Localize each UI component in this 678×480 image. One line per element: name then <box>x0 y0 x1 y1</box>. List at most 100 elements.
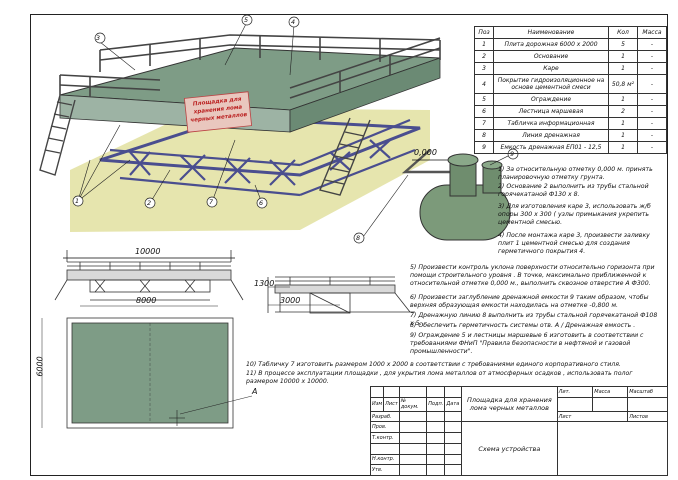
spec-name: Емкость дренажная ЕП01 - 12,5 <box>493 141 609 154</box>
spec-pos: 7 <box>474 117 494 130</box>
tb-lit: Лит. <box>556 386 594 398</box>
callout-2: 2 <box>147 199 152 207</box>
note-7: 7) Дренажную линию 8 выполнить из трубы … <box>410 312 660 328</box>
spec-mass: - <box>637 74 667 94</box>
note-num: 9) <box>410 332 417 339</box>
tb-scale: Масштаб <box>627 386 668 398</box>
dim-side: 3000 <box>280 296 301 305</box>
spec-qty: 1 <box>608 129 638 142</box>
side-elevation <box>267 276 415 314</box>
note-text: В процессе эксплуатации площадки , для у… <box>246 370 633 385</box>
note-num: 7) <box>410 312 417 319</box>
note-8: 8) Обеспечить герметичность системы отв.… <box>410 322 660 330</box>
note-num: 4) <box>498 232 505 239</box>
tb-h-doc: № докум. <box>398 396 428 412</box>
note-11: 11) В процессе эксплуатации площадки , д… <box>246 370 666 386</box>
spec-name: Покрытие гидроизоляционное на основе цем… <box>493 74 609 94</box>
spec-name: Каре <box>493 62 609 75</box>
section-label: А <box>252 387 258 396</box>
spec-qty: 2 <box>608 105 638 118</box>
spec-name: Ограждение <box>493 93 609 106</box>
note-text: Дренажную линию 8 выполнить из трубы ста… <box>410 312 658 327</box>
spec-qty: 1 <box>608 93 638 106</box>
spec-name: Линия дренажная <box>493 129 609 142</box>
spec-mass: - <box>637 93 667 106</box>
callout-8: 8 <box>356 234 361 242</box>
tb-role-4: Н.контр. <box>370 453 400 466</box>
callout-3: 3 <box>96 34 101 42</box>
note-9: 9) Ограждение 5 и лестницы маршевые 6 из… <box>410 332 660 356</box>
note-text: Для изготовления каре 3, использовать ж/… <box>498 203 651 226</box>
spec-name: Основание <box>493 50 609 63</box>
note-num: 6) <box>410 294 417 301</box>
spec-mass: - <box>637 105 667 118</box>
note-3: 3) Для изготовления каре 3, использовать… <box>498 203 656 227</box>
spec-pos: 1 <box>474 38 494 51</box>
spec-mass: - <box>637 129 667 142</box>
callout-5: 5 <box>244 16 249 24</box>
note-2: 2) Основание 2 выполнить из трубы стальн… <box>498 183 656 199</box>
note-num: 11) <box>246 370 257 377</box>
note-num: 5) <box>410 264 417 271</box>
callout-7: 7 <box>209 198 214 206</box>
spec-qty: 1 <box>608 62 638 75</box>
info-sign-board <box>183 91 253 133</box>
railing <box>59 34 441 99</box>
spec-mass: - <box>637 141 667 154</box>
dim-inner: 8000 <box>136 296 157 305</box>
spec-header-qty: Кол <box>608 26 638 39</box>
spec-pos: 4 <box>474 74 494 94</box>
note-10: 10) Табличку 7 изготовить размером 1000 … <box>246 361 666 369</box>
spec-name: Плита дорожная 6000 х 2000 <box>493 38 609 51</box>
callout-1: 1 <box>75 197 80 205</box>
spec-pos: 5 <box>474 93 494 106</box>
tb-role-2: Пров. <box>370 421 400 434</box>
spec-name: Лестница маршевая <box>493 105 609 118</box>
tb-role-5: Утв. <box>370 464 400 476</box>
spec-pos: 3 <box>474 62 494 75</box>
note-5: 5) Произвести контроль уклона поверхност… <box>410 264 660 288</box>
tb-role-3: Т.контр. <box>370 432 400 444</box>
spec-header-name: Наименование <box>493 26 609 39</box>
title-block-title: Площадка для хранения лома черных металл… <box>461 385 558 423</box>
title-block: Площадка для хранения лома черных металл… <box>369 385 669 476</box>
callout-6: 6 <box>259 199 264 207</box>
spec-qty: 1 <box>608 50 638 63</box>
tb-h-izm: Изм <box>369 396 385 412</box>
tb-h-list: Лист <box>383 396 400 412</box>
base-trusses <box>109 118 416 197</box>
spec-pos: 8 <box>474 129 494 142</box>
note-text: Основание 2 выполнить из трубы стальной … <box>498 183 649 198</box>
elevation-label: 0,000 <box>414 148 437 157</box>
spec-mass: - <box>637 62 667 75</box>
spec-qty: 5 <box>608 38 638 51</box>
note-num: 10) <box>246 361 257 368</box>
note-6: 6) Произвести заглубление дренажной емко… <box>410 294 660 310</box>
tb-sheet: Лист <box>556 410 629 423</box>
tb-h-sign: Подп. <box>426 396 446 412</box>
note-text: После монтажа каре 3, произвести заливку… <box>498 232 650 255</box>
note-num: 2) <box>498 183 505 190</box>
tb-sheets: Листов <box>627 410 668 423</box>
note-text: Ограждение 5 и лестницы маршевые 6 изгот… <box>410 332 644 355</box>
note-text: Табличку 7 изготовить размером 1000 х 20… <box>258 361 621 368</box>
note-num: 8) <box>410 322 417 329</box>
callout-9: 9 <box>510 150 515 158</box>
dim-depth: 6000 <box>35 356 45 377</box>
spec-mass: - <box>637 50 667 63</box>
plan-view <box>66 317 253 429</box>
spec-qty: 1 <box>608 141 638 154</box>
spec-mass: - <box>637 38 667 51</box>
callout-4: 4 <box>291 18 296 26</box>
spec-mass: - <box>637 117 667 130</box>
note-text: За относительную отметку 0,000 м. принят… <box>498 166 653 181</box>
spec-header-pos: Поз <box>474 26 494 39</box>
note-1: 1) За относительную отметку 0,000 м. при… <box>498 166 656 182</box>
note-text: Произвести заглубление дренажной емкости… <box>410 294 649 309</box>
drain-line <box>401 149 460 174</box>
note-text: Произвести контроль уклона поверхности о… <box>410 264 655 287</box>
callout-leaders <box>77 21 511 238</box>
